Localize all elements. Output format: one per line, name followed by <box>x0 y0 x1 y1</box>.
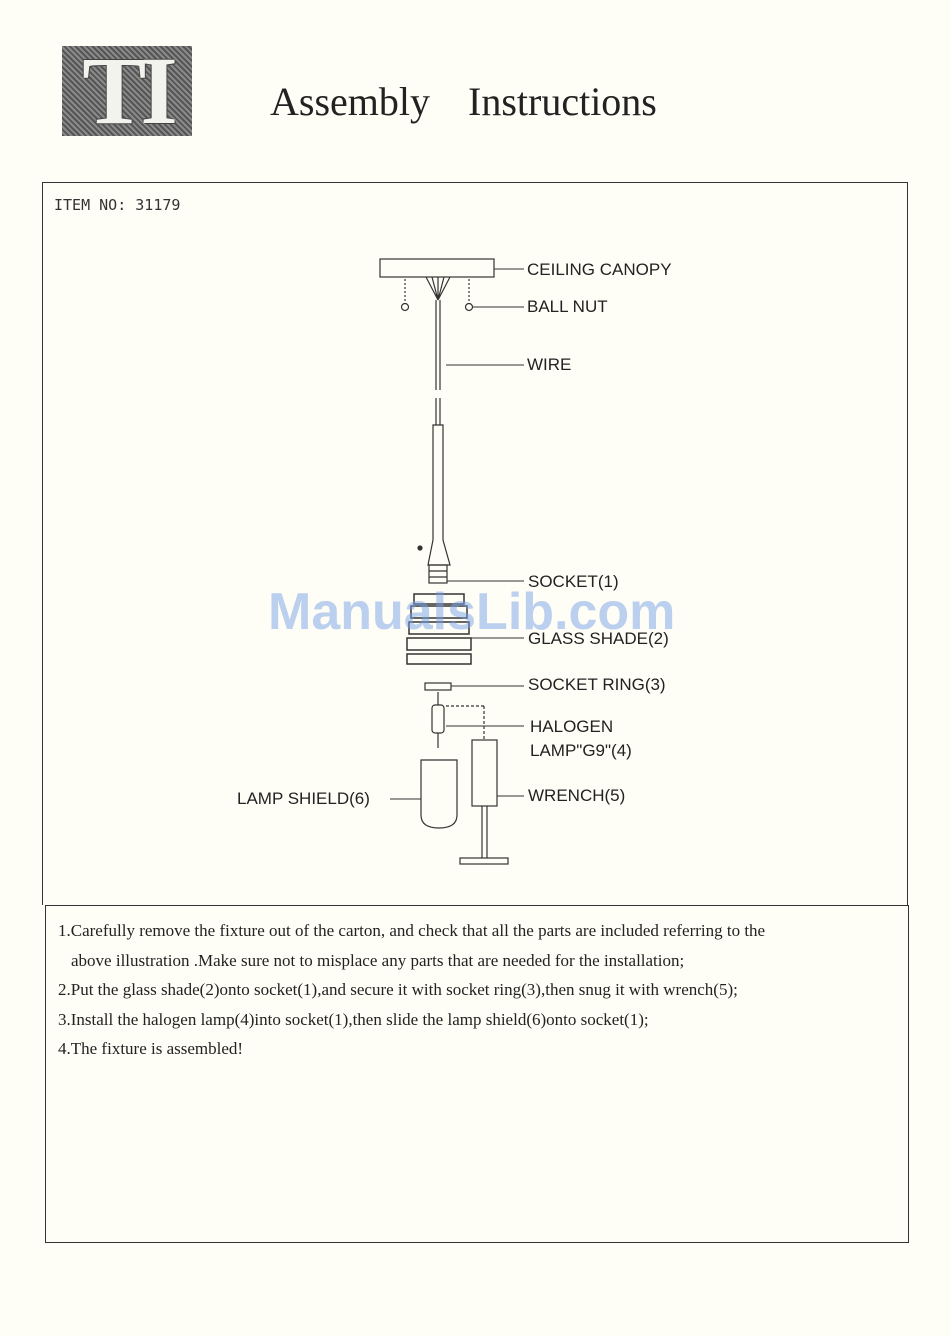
instructions-panel <box>45 905 909 1243</box>
label-socket-ring: SOCKET RING(3) <box>528 675 666 694</box>
page-title: Assembly Instructions <box>270 79 657 124</box>
brand-logo: TI <box>62 37 192 144</box>
item-number: ITEM NO: 31179 <box>54 196 181 214</box>
step-4: 4.The fixture is assembled! <box>58 1039 244 1058</box>
stem-shape <box>427 424 451 566</box>
socket-ring-shape <box>424 682 452 691</box>
watermark: ManualsLib.com <box>268 583 676 641</box>
step-3: 3.Install the halogen lamp(4)into socket… <box>58 1009 649 1029</box>
leader-lines <box>390 268 524 800</box>
ball-nut-shapes <box>400 279 474 312</box>
step-1-line-2: above illustration .Make sure not to mis… <box>71 950 685 970</box>
instruction-steps: 1.Carefully remove the fixture out of th… <box>58 916 878 1064</box>
lamp-shield-shape <box>420 759 458 829</box>
step-2: 2.Put the glass shade(2)onto socket(1),a… <box>58 980 738 999</box>
label-glass-shade: GLASS SHADE(2) <box>528 629 669 648</box>
diagram-panel <box>42 182 908 905</box>
label-halogen-line1: HALOGEN <box>530 717 614 736</box>
label-wrench: WRENCH(5) <box>528 786 626 805</box>
socket-shape <box>428 564 448 584</box>
cord-grip-shape <box>425 276 451 301</box>
halogen-lamp-shape <box>431 692 485 748</box>
label-halogen-line2: LAMP"G9"(4) <box>530 741 632 760</box>
logo-text: TI <box>82 37 177 144</box>
wrench-shape <box>459 739 509 865</box>
label-wire: WIRE <box>527 355 572 374</box>
label-ball-nut: BALL NUT <box>527 297 608 316</box>
label-lamp-shield: LAMP SHIELD(6) <box>237 789 370 808</box>
label-socket: SOCKET(1) <box>528 572 619 591</box>
glass-shade-shape <box>406 593 472 665</box>
canopy-shape <box>379 258 495 278</box>
label-ceiling-canopy: CEILING CANOPY <box>527 260 672 279</box>
step-1-line-1: 1.Carefully remove the fixture out of th… <box>58 921 766 940</box>
wire-shape <box>435 300 441 425</box>
